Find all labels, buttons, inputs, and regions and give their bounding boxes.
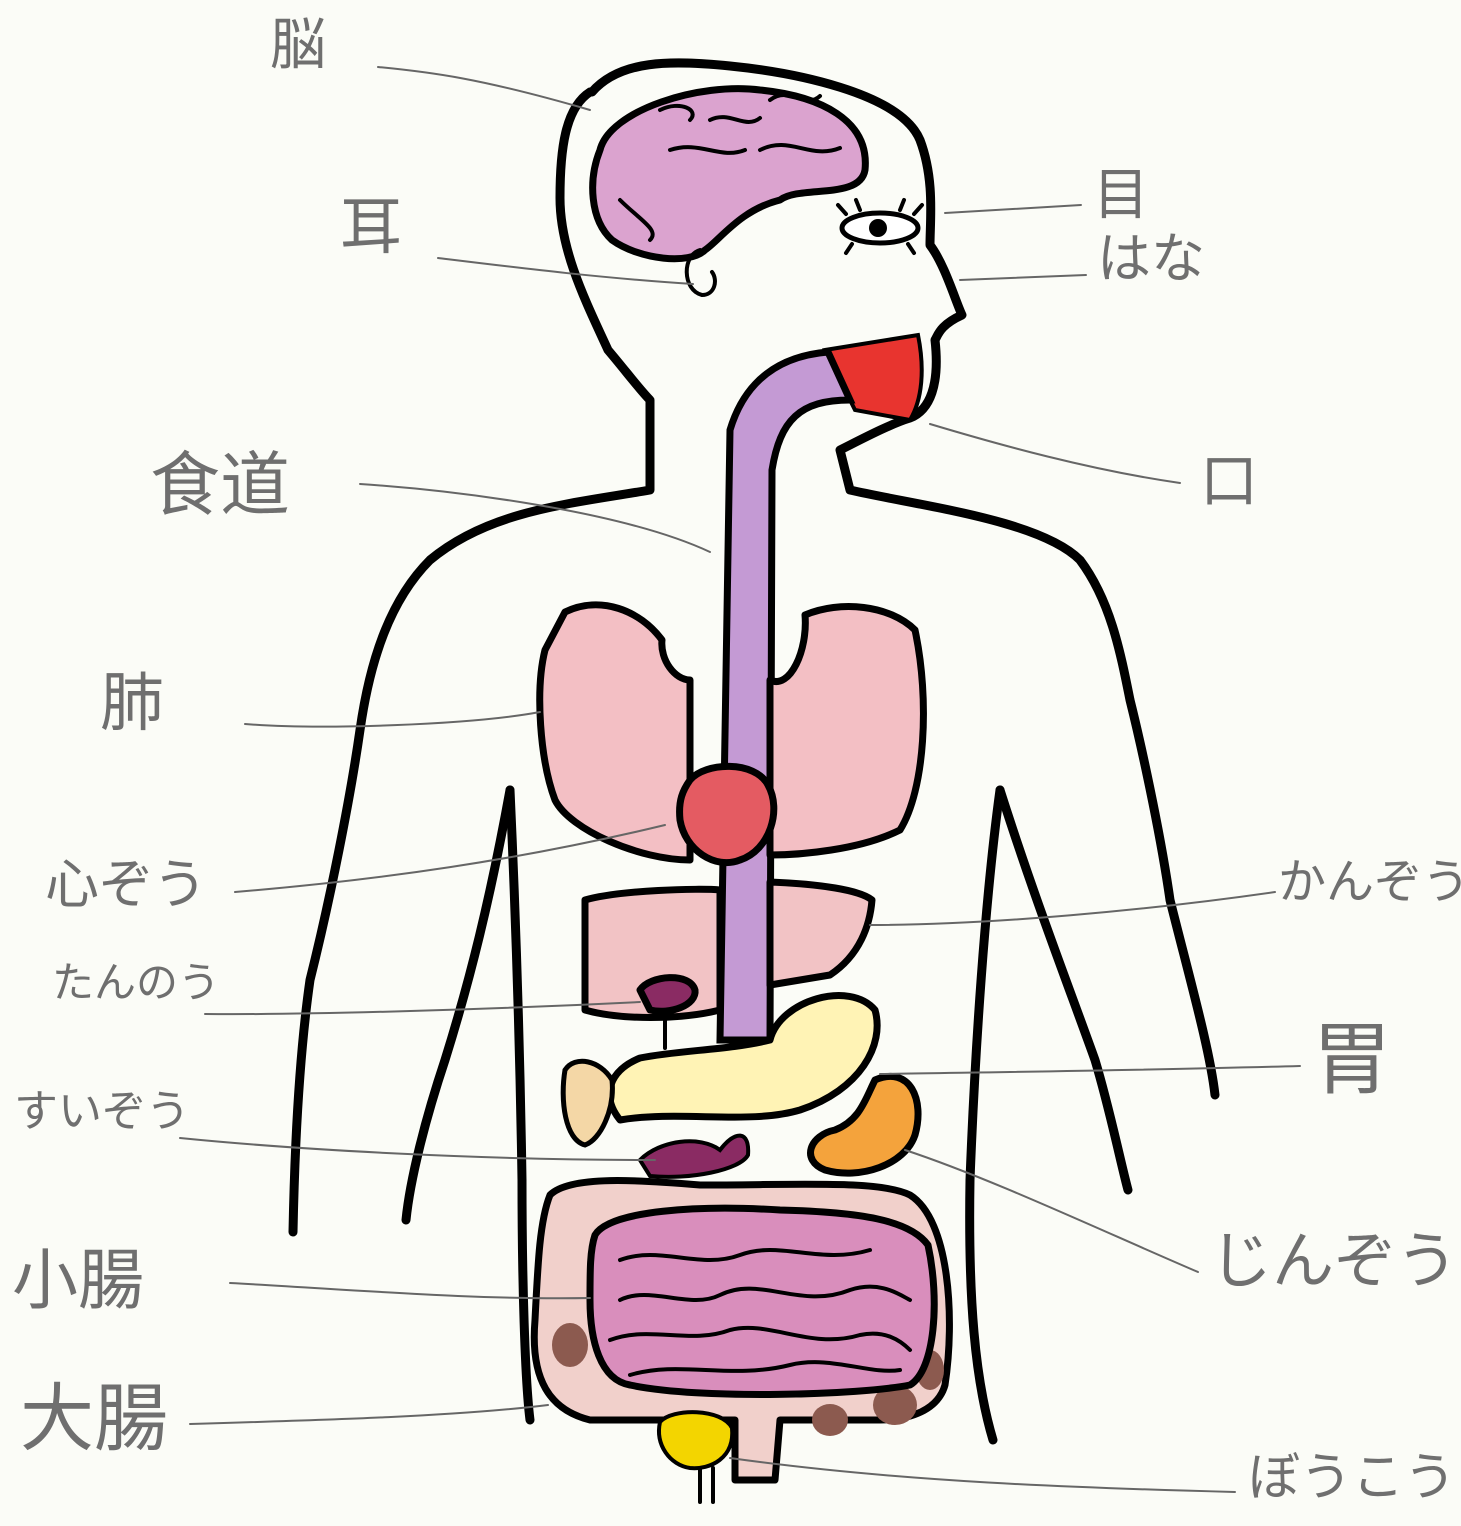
leader-kidney: [905, 1150, 1198, 1272]
label-esophagus: 食道: [150, 450, 290, 520]
label-nose: はな: [1097, 232, 1205, 286]
leader-large-intestine: [190, 1405, 548, 1424]
label-large-intestine: 大腸: [20, 1382, 168, 1456]
label-lung: 肺: [100, 672, 164, 736]
bladder: [659, 1412, 732, 1468]
leader-esophagus: [360, 484, 710, 552]
label-ear: 耳: [340, 196, 402, 258]
lung-left: [540, 605, 690, 860]
liver-right: [770, 882, 872, 985]
leader-mouth: [930, 424, 1180, 483]
leader-eye: [945, 205, 1081, 213]
small-intestine: [590, 1208, 934, 1394]
label-mouth: 口: [1200, 452, 1258, 510]
label-kidney: じんぞう: [1210, 1230, 1458, 1292]
label-stomach: 胃: [1312, 1020, 1392, 1100]
leader-nose: [960, 275, 1086, 280]
label-eye: 目: [1093, 168, 1149, 224]
label-pancreas: すいぞう: [14, 1090, 190, 1134]
gallbladder: [640, 978, 695, 1012]
torso-right: [970, 790, 1000, 1440]
leader-stomach: [880, 1066, 1300, 1074]
brain: [593, 89, 866, 259]
eye-pupil: [869, 219, 887, 237]
heart: [680, 766, 774, 862]
urethra: [700, 1468, 713, 1502]
large-intestine-spot: [812, 1404, 848, 1436]
leader-gallbladder: [205, 1002, 640, 1014]
label-liver: かんぞう: [1278, 858, 1461, 906]
arm-inner-right: [1000, 790, 1128, 1190]
torso-left: [510, 790, 530, 1420]
large-intestine-spot: [552, 1323, 588, 1367]
leader-bladder: [730, 1458, 1235, 1492]
leader-liver: [870, 892, 1275, 925]
leader-lung: [245, 712, 540, 727]
label-brain: 脳: [270, 18, 326, 74]
label-bladder: ぼうこう: [1248, 1452, 1456, 1504]
pancreas-tail: [640, 1136, 748, 1177]
pancreas: [563, 1061, 612, 1145]
label-gallbladder: たんのう: [52, 962, 220, 1004]
label-small-intestine: 小腸: [12, 1248, 144, 1314]
leader-ear: [438, 258, 693, 284]
label-heart: 心ぞう: [45, 858, 207, 912]
lung-right: [770, 607, 923, 855]
leader-brain: [378, 67, 590, 110]
